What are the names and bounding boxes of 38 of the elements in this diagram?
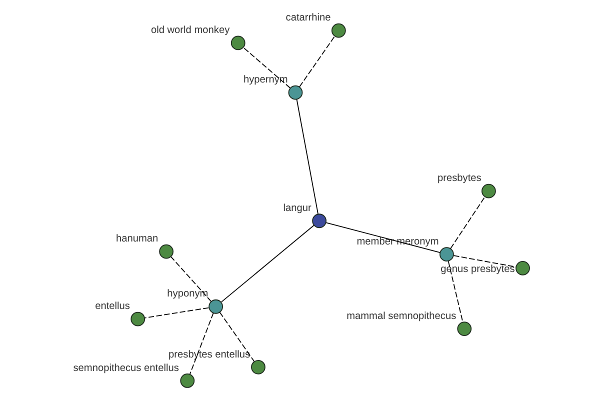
connector — [218, 312, 254, 362]
node-label: langur — [282, 202, 311, 214]
node-label: entellus — [94, 301, 130, 312]
connector — [325, 222, 440, 254]
node-label: old world monkey — [150, 25, 230, 36]
connector — [170, 256, 212, 302]
node-label: hanuman — [115, 234, 158, 245]
connector — [296, 99, 318, 214]
node-label: catarrhine — [285, 12, 330, 24]
node-circle — [312, 214, 326, 228]
connector — [450, 196, 485, 249]
node-circle — [481, 184, 496, 198]
connector — [220, 224, 314, 302]
node-circle — [130, 312, 145, 326]
node-circle — [330, 23, 346, 38]
connector — [452, 255, 516, 268]
node-circle — [158, 244, 174, 259]
node-circle — [288, 85, 302, 100]
node-label: member meronym — [356, 236, 438, 248]
node-label: hyponym — [166, 288, 208, 300]
node-circle — [180, 374, 194, 388]
node-label: mammal semnopithecus — [346, 310, 456, 322]
connector — [189, 312, 214, 374]
node-circle — [439, 247, 454, 262]
node-circle — [208, 299, 222, 314]
connector — [298, 36, 335, 88]
node-circle — [515, 260, 530, 276]
node-circle — [250, 360, 265, 374]
connector — [242, 46, 290, 88]
node-circle — [230, 36, 245, 50]
node-label: hypernym — [242, 74, 288, 86]
node-label: presbytes — [437, 173, 481, 184]
node-label: semnopithecus entellus — [72, 362, 178, 374]
node-label: genus presbytes — [440, 264, 514, 275]
node-label: presbytes entellus — [168, 349, 250, 360]
node-circle — [456, 322, 472, 336]
connector — [447, 260, 463, 323]
connector — [144, 307, 209, 318]
